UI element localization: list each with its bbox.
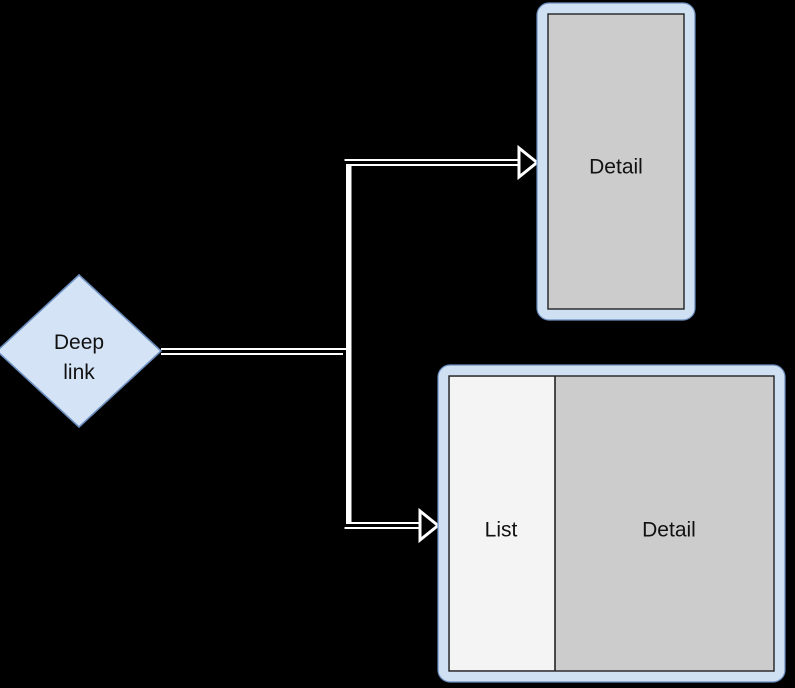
arrowhead-to-detail-icon [517, 144, 540, 181]
list-pane-label: List [485, 519, 518, 542]
node-deep-link[interactable]: Deep link [0, 273, 163, 429]
arrowhead-to-list-detail-icon [418, 507, 441, 544]
edge-bottom-outline [161, 348, 421, 529]
node-detail-phone[interactable]: Detail [536, 2, 696, 321]
node-list-detail-tablet[interactable]: List Detail [437, 364, 786, 683]
deep-link-diamond-shape [0, 273, 163, 429]
edge-deep-link-to-detail[interactable] [161, 144, 540, 355]
deep-link-label-line2: link [63, 361, 95, 384]
detail-phone-label: Detail [589, 156, 643, 179]
edge-top-core [161, 161, 520, 353]
edge-deep-link-to-list-detail[interactable] [161, 348, 441, 544]
edge-top-outline [161, 159, 520, 355]
deep-link-label-line1: Deep [54, 331, 104, 354]
detail-pane-label: Detail [642, 519, 696, 542]
list-detail-tablet-list-pane[interactable] [450, 377, 555, 670]
edge-bottom-core [161, 350, 421, 527]
detail-phone-screen [547, 13, 685, 310]
